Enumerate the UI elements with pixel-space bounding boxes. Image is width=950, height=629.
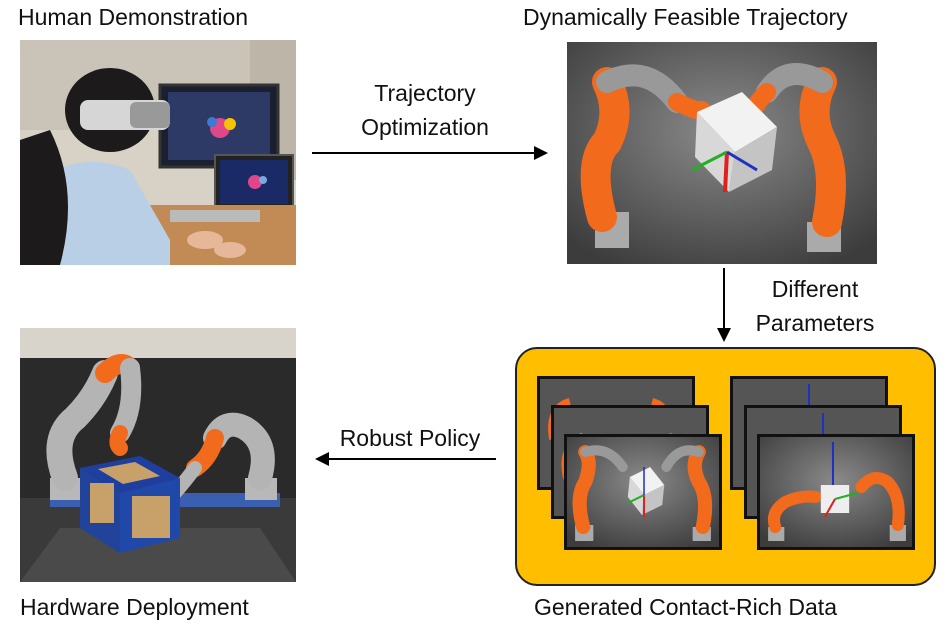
hardware-deployment-label: Hardware Deployment	[20, 594, 249, 620]
robust-policy-label: Robust Policy	[339, 425, 481, 451]
different-parameters-arrow	[717, 268, 731, 342]
dynamically-feasible-trajectory-label: Dynamically Feasible Trajectory	[523, 4, 848, 30]
trajectory-optimization-line2: Optimization	[361, 114, 489, 140]
robust-policy-arrow	[315, 452, 496, 466]
different-parameters-label: Different Parameters	[740, 272, 890, 340]
generated-frame-right-3	[757, 434, 915, 550]
human-demonstration-photo	[20, 40, 296, 265]
generated-contact-rich-data-label: Generated Contact-Rich Data	[534, 594, 837, 620]
trajectory-optimization-arrow	[312, 146, 548, 160]
hardware-deployment-photo	[20, 328, 296, 582]
different-parameters-line1: Different	[771, 276, 859, 302]
feasible-trajectory-render	[567, 42, 877, 264]
generated-frame-left-3	[564, 434, 722, 550]
trajectory-optimization-label: Trajectory Optimization	[330, 76, 520, 144]
human-demonstration-label: Human Demonstration	[18, 4, 249, 30]
different-parameters-line2: Parameters	[755, 310, 875, 336]
trajectory-optimization-line1: Trajectory	[374, 80, 476, 106]
